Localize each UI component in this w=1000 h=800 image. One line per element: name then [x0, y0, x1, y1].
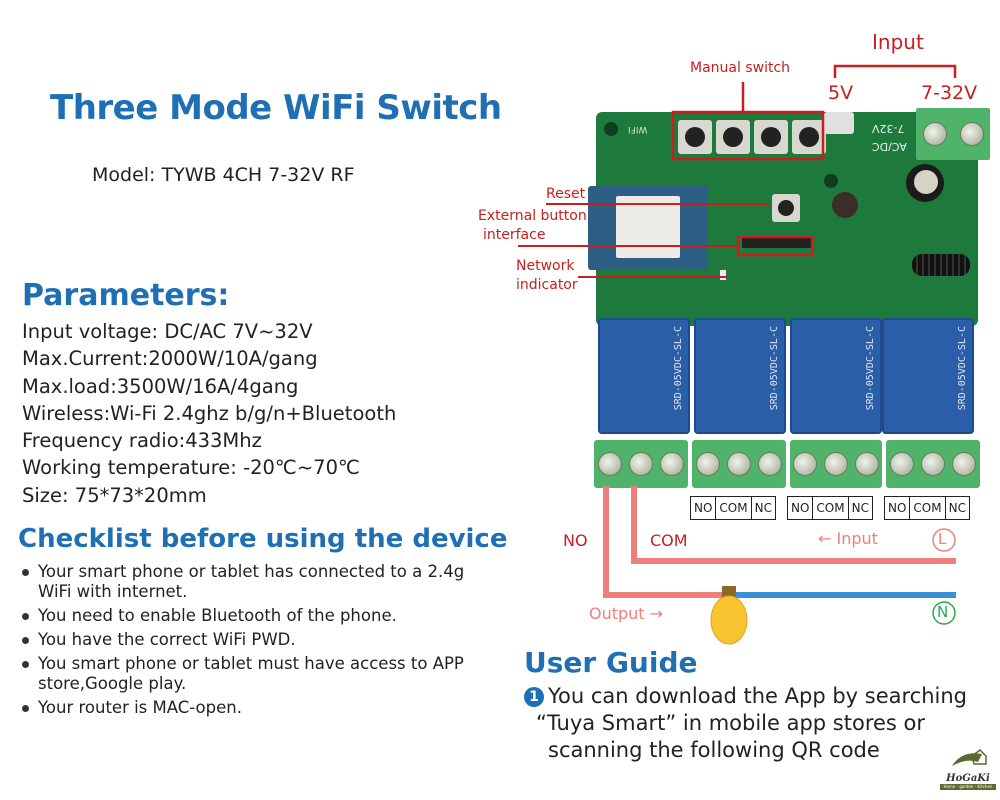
bullet-icon [22, 705, 29, 712]
manual-switch-1[interactable] [792, 120, 826, 154]
parameters-heading: Parameters: [22, 278, 230, 313]
output-terminal-1 [594, 440, 688, 488]
param-wireless: Wireless:Wi-Fi 2.4ghz b/g/n+Bluetooth [22, 401, 397, 425]
user-guide-heading: User Guide [524, 646, 698, 679]
mounting-hole [604, 122, 618, 136]
screw-terminal[interactable] [854, 452, 879, 476]
bulb-base [722, 586, 736, 598]
logo-tagline: Home - garden - Kitchen [940, 784, 996, 790]
rf-antenna-coil [912, 254, 970, 276]
reset-label: Reset [546, 186, 586, 202]
screw-terminal[interactable] [823, 452, 848, 476]
output-wire [603, 486, 728, 598]
external-button-header [742, 236, 812, 248]
network-label-2: indicator [516, 277, 578, 293]
bullet-icon [22, 569, 29, 576]
checklist: Your smart phone or tablet has connected… [20, 562, 490, 722]
checklist-item: You have the correct WiFi PWD. [20, 630, 490, 650]
checklist-item: You smart phone or tablet must have acce… [20, 654, 490, 694]
pcb-board: WIFI 7-32V AC/DC [588, 112, 978, 326]
step-number-badge: 1 [524, 687, 544, 707]
5v-label: 5V [828, 82, 854, 104]
inductor [832, 192, 858, 218]
neutral-symbol [932, 601, 956, 625]
capacitor-top [914, 170, 938, 194]
screw-terminal[interactable] [758, 452, 783, 476]
live-input-wire [631, 486, 956, 564]
param-max-load: Max.load:3500W/16A/4gang [22, 374, 299, 398]
param-size: Size: 75*73*20mm [22, 483, 207, 507]
checklist-item: Your smart phone or tablet has connected… [20, 562, 490, 602]
screw-terminal[interactable] [695, 452, 720, 476]
manual-switch-box [671, 110, 825, 161]
param-temperature: Working temperature: -20℃~70℃ [22, 456, 360, 480]
neutral-symbol-label: N [937, 603, 949, 621]
page-title: Three Mode WiFi Switch [50, 88, 502, 128]
screw-terminal[interactable] [660, 452, 685, 476]
micro-usb-port [824, 112, 854, 134]
input-wire-label: ← Input [818, 529, 878, 548]
bullet-icon [22, 637, 29, 644]
live-symbol-label: L [938, 530, 947, 548]
param-max-current: Max.Current:2000W/10A/gang [22, 347, 318, 371]
output-terminal-3 [790, 440, 882, 488]
reset-button[interactable] [772, 194, 800, 222]
external-button-box [736, 235, 814, 257]
wifi-module-shield [616, 196, 680, 258]
relay-4: SRD-05VDC-SL-C [882, 318, 974, 434]
manual-switch-group [678, 120, 826, 154]
checklist-item: Your router is MAC-open. [20, 698, 490, 718]
screw-terminal[interactable] [922, 122, 947, 146]
relay-3: SRD-05VDC-SL-C [790, 318, 882, 434]
network-label: Network [516, 258, 575, 274]
screw-terminal[interactable] [952, 452, 977, 476]
logo-name: HoGaKi [946, 773, 990, 784]
input-bracket [833, 64, 957, 78]
screw-terminal[interactable] [793, 452, 818, 476]
7-32v-label: 7-32V [921, 82, 978, 104]
input-terminal-block [916, 108, 990, 160]
output-terminal-4 [886, 440, 980, 488]
input-label: Input [872, 30, 924, 54]
leaf-house-icon [952, 749, 987, 766]
screw-terminal[interactable] [959, 122, 984, 146]
param-input-voltage: Input voltage: DC/AC 7V~32V [22, 320, 313, 343]
manual-switch-4[interactable] [678, 120, 712, 154]
manual-switch-3[interactable] [716, 120, 750, 154]
external-button-label-2: interface [483, 227, 546, 243]
manual-switch-label: Manual switch [690, 60, 791, 76]
screw-terminal[interactable] [920, 452, 945, 476]
light-bulb-icon [710, 595, 748, 645]
checklist-item: You need to enable Bluetooth of the phon… [20, 606, 490, 626]
output-terminal-2 [692, 440, 786, 488]
screw-terminal[interactable] [726, 452, 751, 476]
model-label: Model: TYWB 4CH 7-32V RF [92, 164, 355, 186]
parameters-list: Input voltage: DC/AC 7V~32V Max.Current:… [22, 318, 396, 509]
checklist-heading: Checklist before using the device [18, 524, 508, 554]
screw-terminal[interactable] [889, 452, 914, 476]
external-button-label: External button [478, 208, 587, 224]
relay-1: SRD-05VDC-SL-C [598, 318, 690, 434]
live-symbol [932, 528, 956, 552]
bullet-icon [22, 613, 29, 620]
bullet-icon [22, 661, 29, 668]
mounting-hole [824, 174, 838, 188]
no-wire-label: NO [563, 531, 588, 550]
com-wire-label: COM [650, 531, 688, 550]
manual-switch-2[interactable] [754, 120, 788, 154]
output-wire-label: Output → [589, 604, 664, 623]
brand-logo: HoGaKi Home - garden - Kitchen [940, 748, 996, 790]
screw-terminal[interactable] [628, 452, 653, 476]
param-frequency: Frequency radio:433Mhz [22, 429, 262, 453]
screw-terminal[interactable] [597, 452, 622, 476]
relay-2: SRD-05VDC-SL-C [694, 318, 786, 434]
network-indicator-led [720, 270, 726, 280]
